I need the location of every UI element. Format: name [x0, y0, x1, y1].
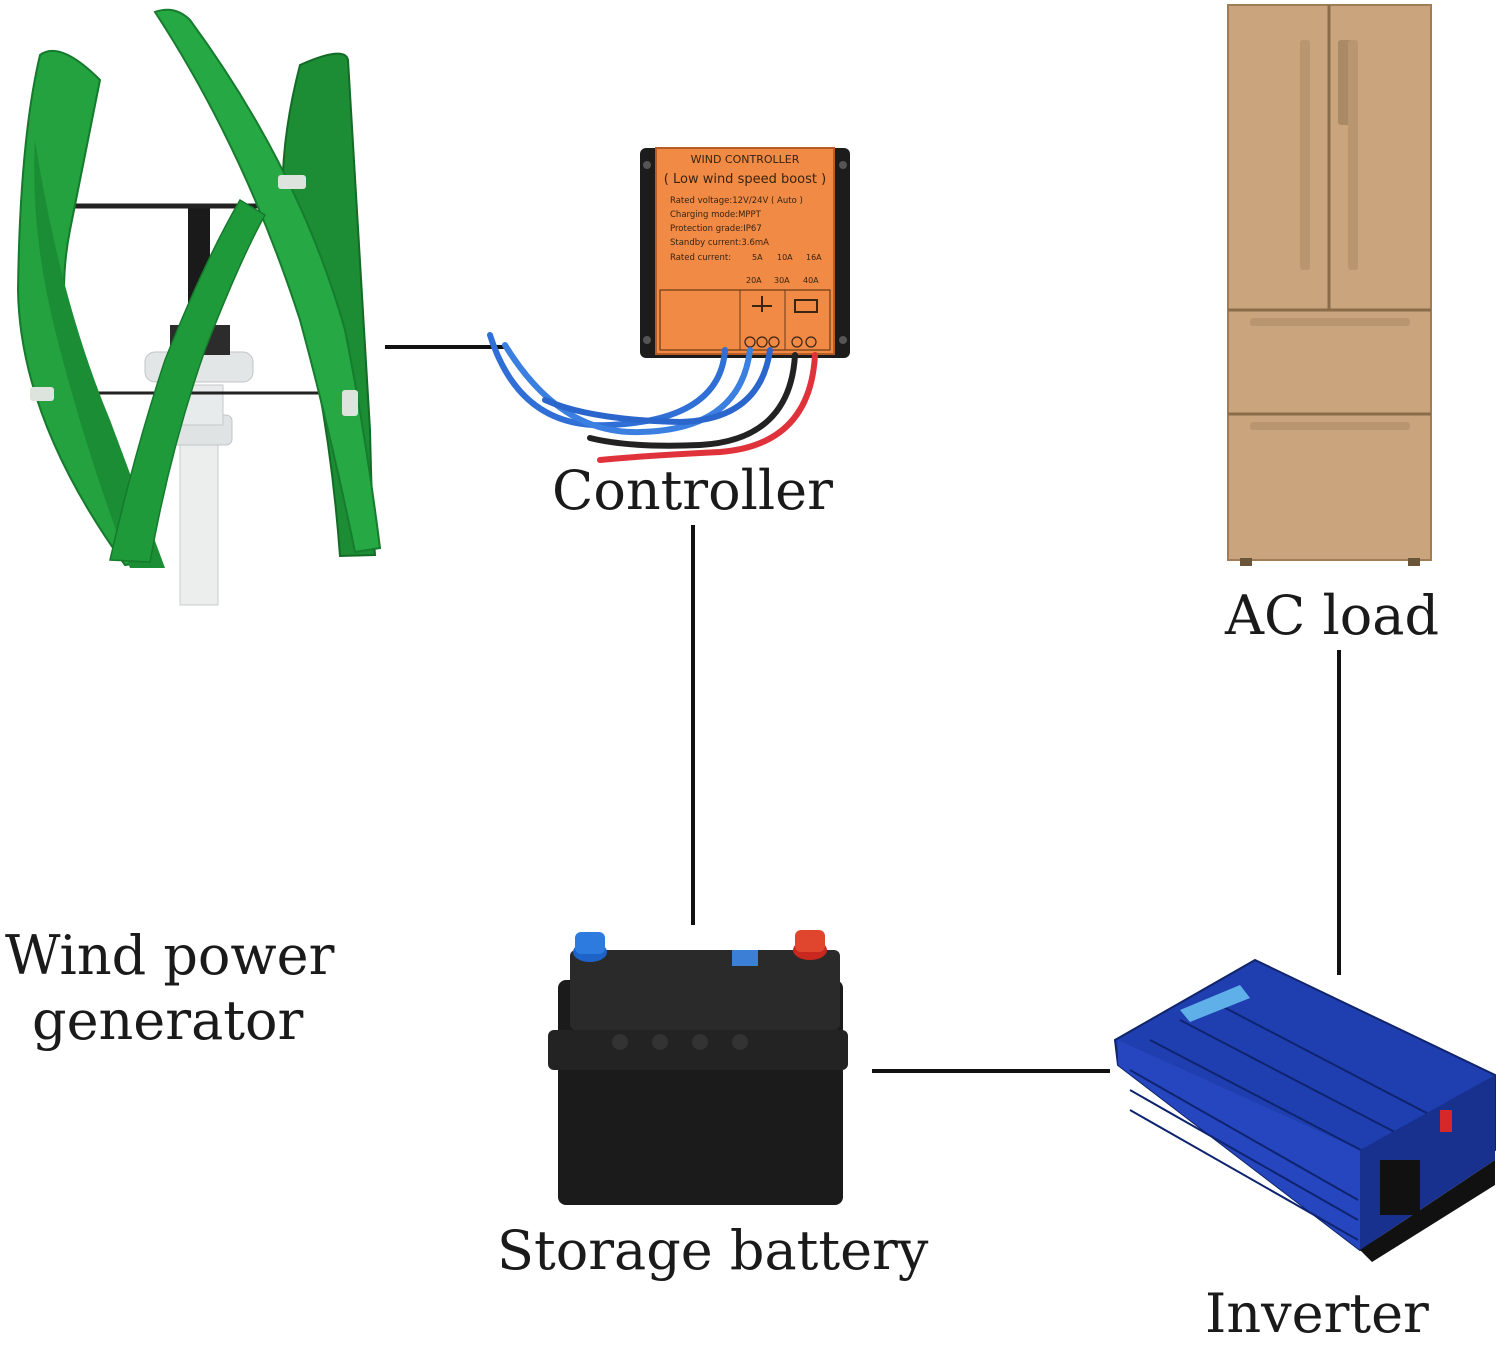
charge-controller-icon: WIND CONTROLLER ( Low wind speed boost )…	[487, 147, 850, 463]
controller-panel-title: WIND CONTROLLER	[691, 153, 800, 166]
label-storage-battery: Storage battery	[497, 1219, 929, 1282]
label-inverter: Inverter	[1205, 1282, 1429, 1345]
rated-current-option: 16A	[806, 253, 822, 262]
controller-panel-subtitle: ( Low wind speed boost )	[664, 172, 826, 187]
rated-current-option: 5A	[752, 253, 763, 262]
inverter-icon	[1113, 958, 1496, 1262]
label-wind-generator-line2: generator	[32, 989, 304, 1052]
connection-lines	[385, 345, 1341, 1073]
refrigerator-icon	[1227, 4, 1432, 566]
label-ac-load: AC load	[1225, 584, 1440, 647]
rated-current-option: 20A	[746, 276, 762, 285]
controller-spec-line: Rated voltage:12V/24V ( Auto )	[670, 196, 803, 206]
controller-spec-line: Protection grade:IP67	[670, 224, 762, 234]
wind-turbine-icon	[16, 8, 382, 606]
rated-current-option: 30A	[774, 276, 790, 285]
rated-current-option: 40A	[803, 276, 819, 285]
controller-spec-line: Standby current:3.6mA	[670, 238, 769, 248]
battery-icon	[548, 930, 848, 1205]
controller-spec-line: Charging mode:MPPT	[670, 210, 762, 220]
controller-rated-current-label: Rated current:	[670, 253, 731, 263]
label-wind-generator-line1: Wind power	[5, 924, 335, 987]
label-controller: Controller	[552, 459, 833, 522]
rated-current-option: 10A	[777, 253, 793, 262]
